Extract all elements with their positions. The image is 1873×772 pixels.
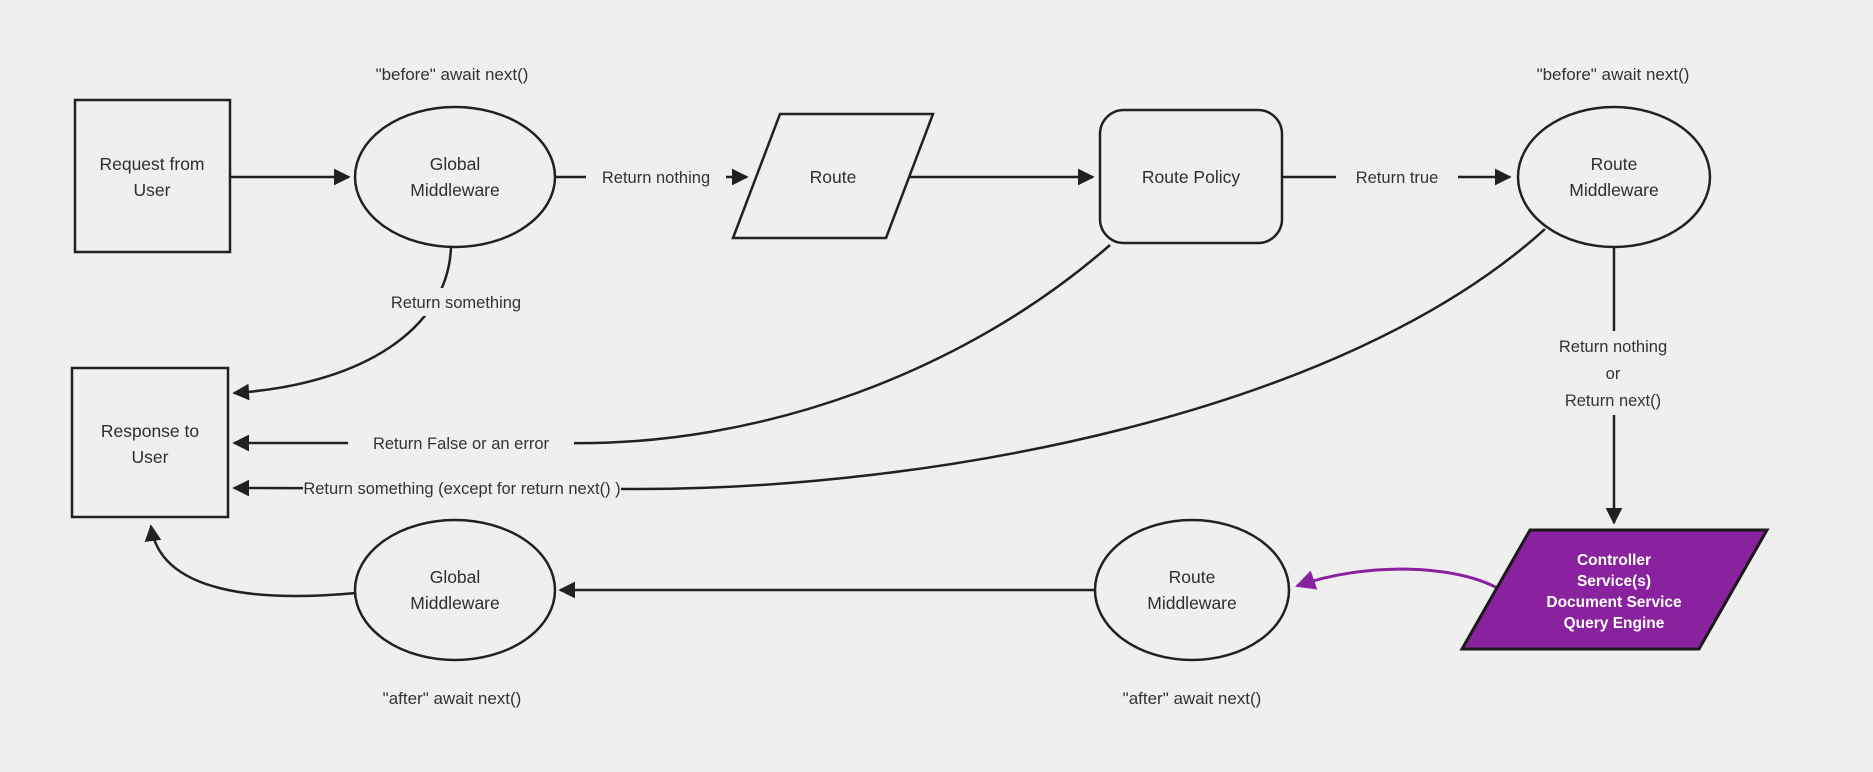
- request-label-line2: User: [134, 180, 171, 200]
- route-label: Route: [810, 167, 857, 187]
- edge-label-return-something-except: Return something (except for return next…: [303, 480, 620, 498]
- edge-label-return-nothing-or-line3: Return next(): [1565, 392, 1661, 410]
- edge-label-bg: [1336, 163, 1458, 190]
- global-middleware-top-ellipse: [353, 105, 557, 249]
- annotation-after-await-left: "after" await next(): [383, 689, 522, 708]
- edge-label-return-nothing-or-line2: or: [1606, 365, 1621, 383]
- annotation-before-await-right: "before" await next(): [1537, 65, 1690, 84]
- route-middleware-top-line1: Route: [1591, 154, 1638, 174]
- node-response-to-user: Response to User: [70, 366, 230, 519]
- route-middleware-bottom-line2: Middleware: [1147, 593, 1236, 613]
- edge-global-middleware-to-response: [232, 246, 453, 401]
- node-global-middleware-top: Global Middleware: [353, 105, 557, 249]
- response-label-line2: User: [132, 447, 169, 467]
- route-middleware-top-ellipse: [1516, 105, 1712, 249]
- node-route-middleware-bottom: Route Middleware: [1093, 518, 1291, 662]
- edge-controller-to-route-middleware-bottom: [1295, 567, 1500, 591]
- edges: [144, 168, 1623, 599]
- edge-label-return-false: Return False or an error: [373, 435, 550, 453]
- annotation-after-await-right: "after" await next(): [1123, 689, 1262, 708]
- node-controller-services: Controller Service(s) Document Service Q…: [1459, 528, 1770, 651]
- node-route: Route: [731, 112, 935, 240]
- edge-label-bg: [1536, 331, 1692, 415]
- route-middleware-bottom-ellipse: [1093, 518, 1291, 662]
- global-middleware-bottom-line1: Global: [430, 567, 481, 587]
- annotation-before-await-left: "before" await next(): [376, 65, 529, 84]
- controller-parallelogram: [1459, 528, 1770, 651]
- edge-labels: Return nothing Return true Return someth…: [303, 163, 1692, 502]
- global-middleware-top-line1: Global: [430, 154, 481, 174]
- route-policy-box: [1098, 108, 1284, 245]
- edge-route-middleware-to-response: [232, 228, 1546, 497]
- route-middleware-top-line2: Middleware: [1569, 180, 1658, 200]
- controller-line4: Query Engine: [1564, 615, 1665, 632]
- global-middleware-top-line2: Middleware: [410, 180, 499, 200]
- node-route-middleware-top: Route Middleware: [1516, 105, 1712, 249]
- edge-label-bg: [586, 163, 726, 190]
- edge-label-return-true: Return true: [1356, 169, 1439, 187]
- edge-label-return-something: Return something: [391, 294, 521, 312]
- controller-line3: Document Service: [1546, 594, 1682, 611]
- global-middleware-bottom-line2: Middleware: [410, 593, 499, 613]
- route-policy-label: Route Policy: [1142, 167, 1240, 187]
- node-global-middleware-bottom: Global Middleware: [353, 518, 557, 662]
- edge-global-middleware-bottom-to-response: [144, 524, 357, 598]
- edge-label-bg: [348, 429, 574, 456]
- route-middleware-bottom-line1: Route: [1169, 567, 1216, 587]
- route-parallelogram: [731, 112, 935, 240]
- edge-label-bg: [364, 288, 550, 316]
- response-box: [70, 366, 230, 519]
- edge-route-policy-to-response: [232, 244, 1111, 452]
- node-route-policy: Route Policy: [1098, 108, 1284, 245]
- controller-line1: Controller: [1577, 552, 1651, 569]
- global-middleware-bottom-ellipse: [353, 518, 557, 662]
- annotations: "before" await next() "before" await nex…: [376, 65, 1690, 708]
- request-label-line1: Request from: [99, 154, 204, 174]
- edge-label-bg: [303, 474, 621, 502]
- node-request-from-user: Request from User: [73, 98, 232, 254]
- edge-label-return-nothing-or-line1: Return nothing: [1559, 338, 1667, 356]
- response-label-line1: Response to: [101, 421, 199, 441]
- controller-line2: Service(s): [1577, 573, 1651, 590]
- edge-label-return-nothing: Return nothing: [602, 169, 710, 187]
- request-box: [73, 98, 232, 254]
